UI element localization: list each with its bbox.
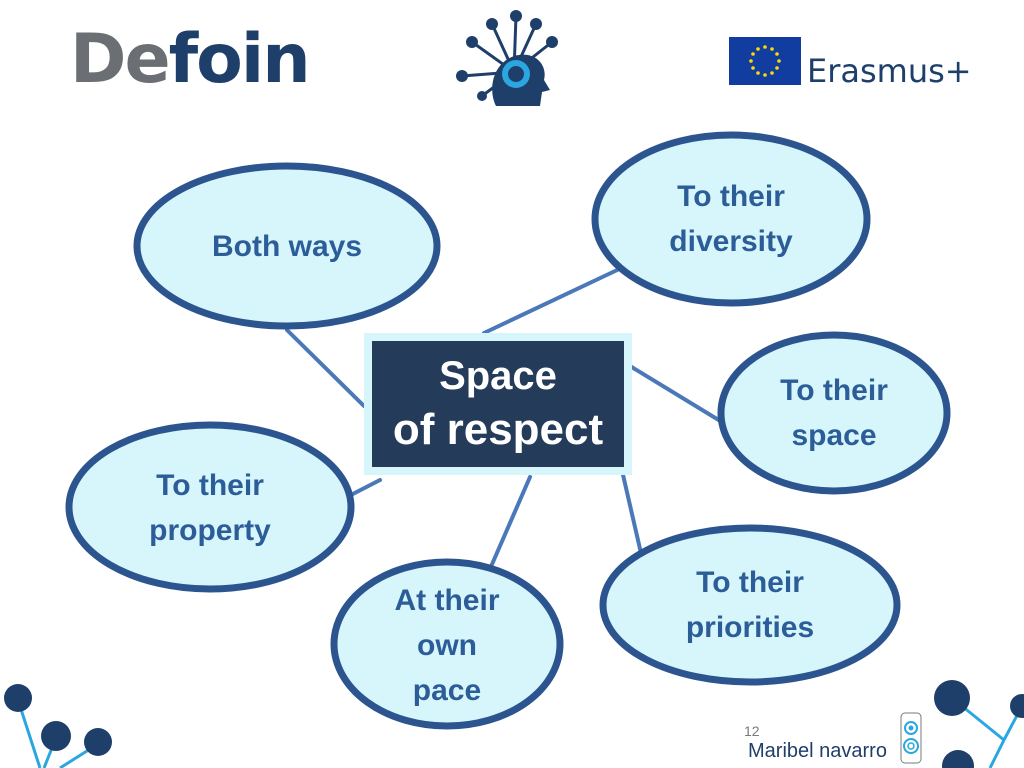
brain-network-logo-icon xyxy=(456,10,558,106)
connector-diversity xyxy=(482,261,634,335)
center-title-line2: of respect xyxy=(392,405,604,454)
bubble-diversity xyxy=(591,131,871,307)
bubble-both-ways xyxy=(133,162,441,330)
defoin-logo: Defoin xyxy=(70,20,311,99)
center-node: Space of respect xyxy=(364,333,632,475)
center-node-inner: Space of respect xyxy=(372,341,624,467)
bubble-own-pace xyxy=(330,558,564,730)
network-decoration-right-icon xyxy=(934,680,1024,768)
node-own-pace: At their own pace xyxy=(394,583,500,707)
page-number: 12 xyxy=(744,723,760,739)
node-priorities: To their priorities xyxy=(685,566,815,644)
node-diversity: To their diversity xyxy=(669,180,793,258)
node-space: To their space xyxy=(780,374,888,452)
node-both-ways: Both ways xyxy=(211,229,363,263)
spiral-emblem-icon xyxy=(900,712,922,764)
bubble-property xyxy=(65,421,355,593)
bubble-space xyxy=(717,331,951,495)
author-name: Maribel navarro xyxy=(748,740,887,762)
node-property: To their property xyxy=(149,469,271,547)
eu-flag-icon xyxy=(729,37,801,85)
connector-both-ways xyxy=(285,328,366,408)
bubble-priorities xyxy=(599,524,901,686)
center-title-line1: Space xyxy=(439,354,557,398)
network-decoration-icon xyxy=(4,684,112,768)
erasmus-logo: Erasmus+ xyxy=(807,52,972,90)
